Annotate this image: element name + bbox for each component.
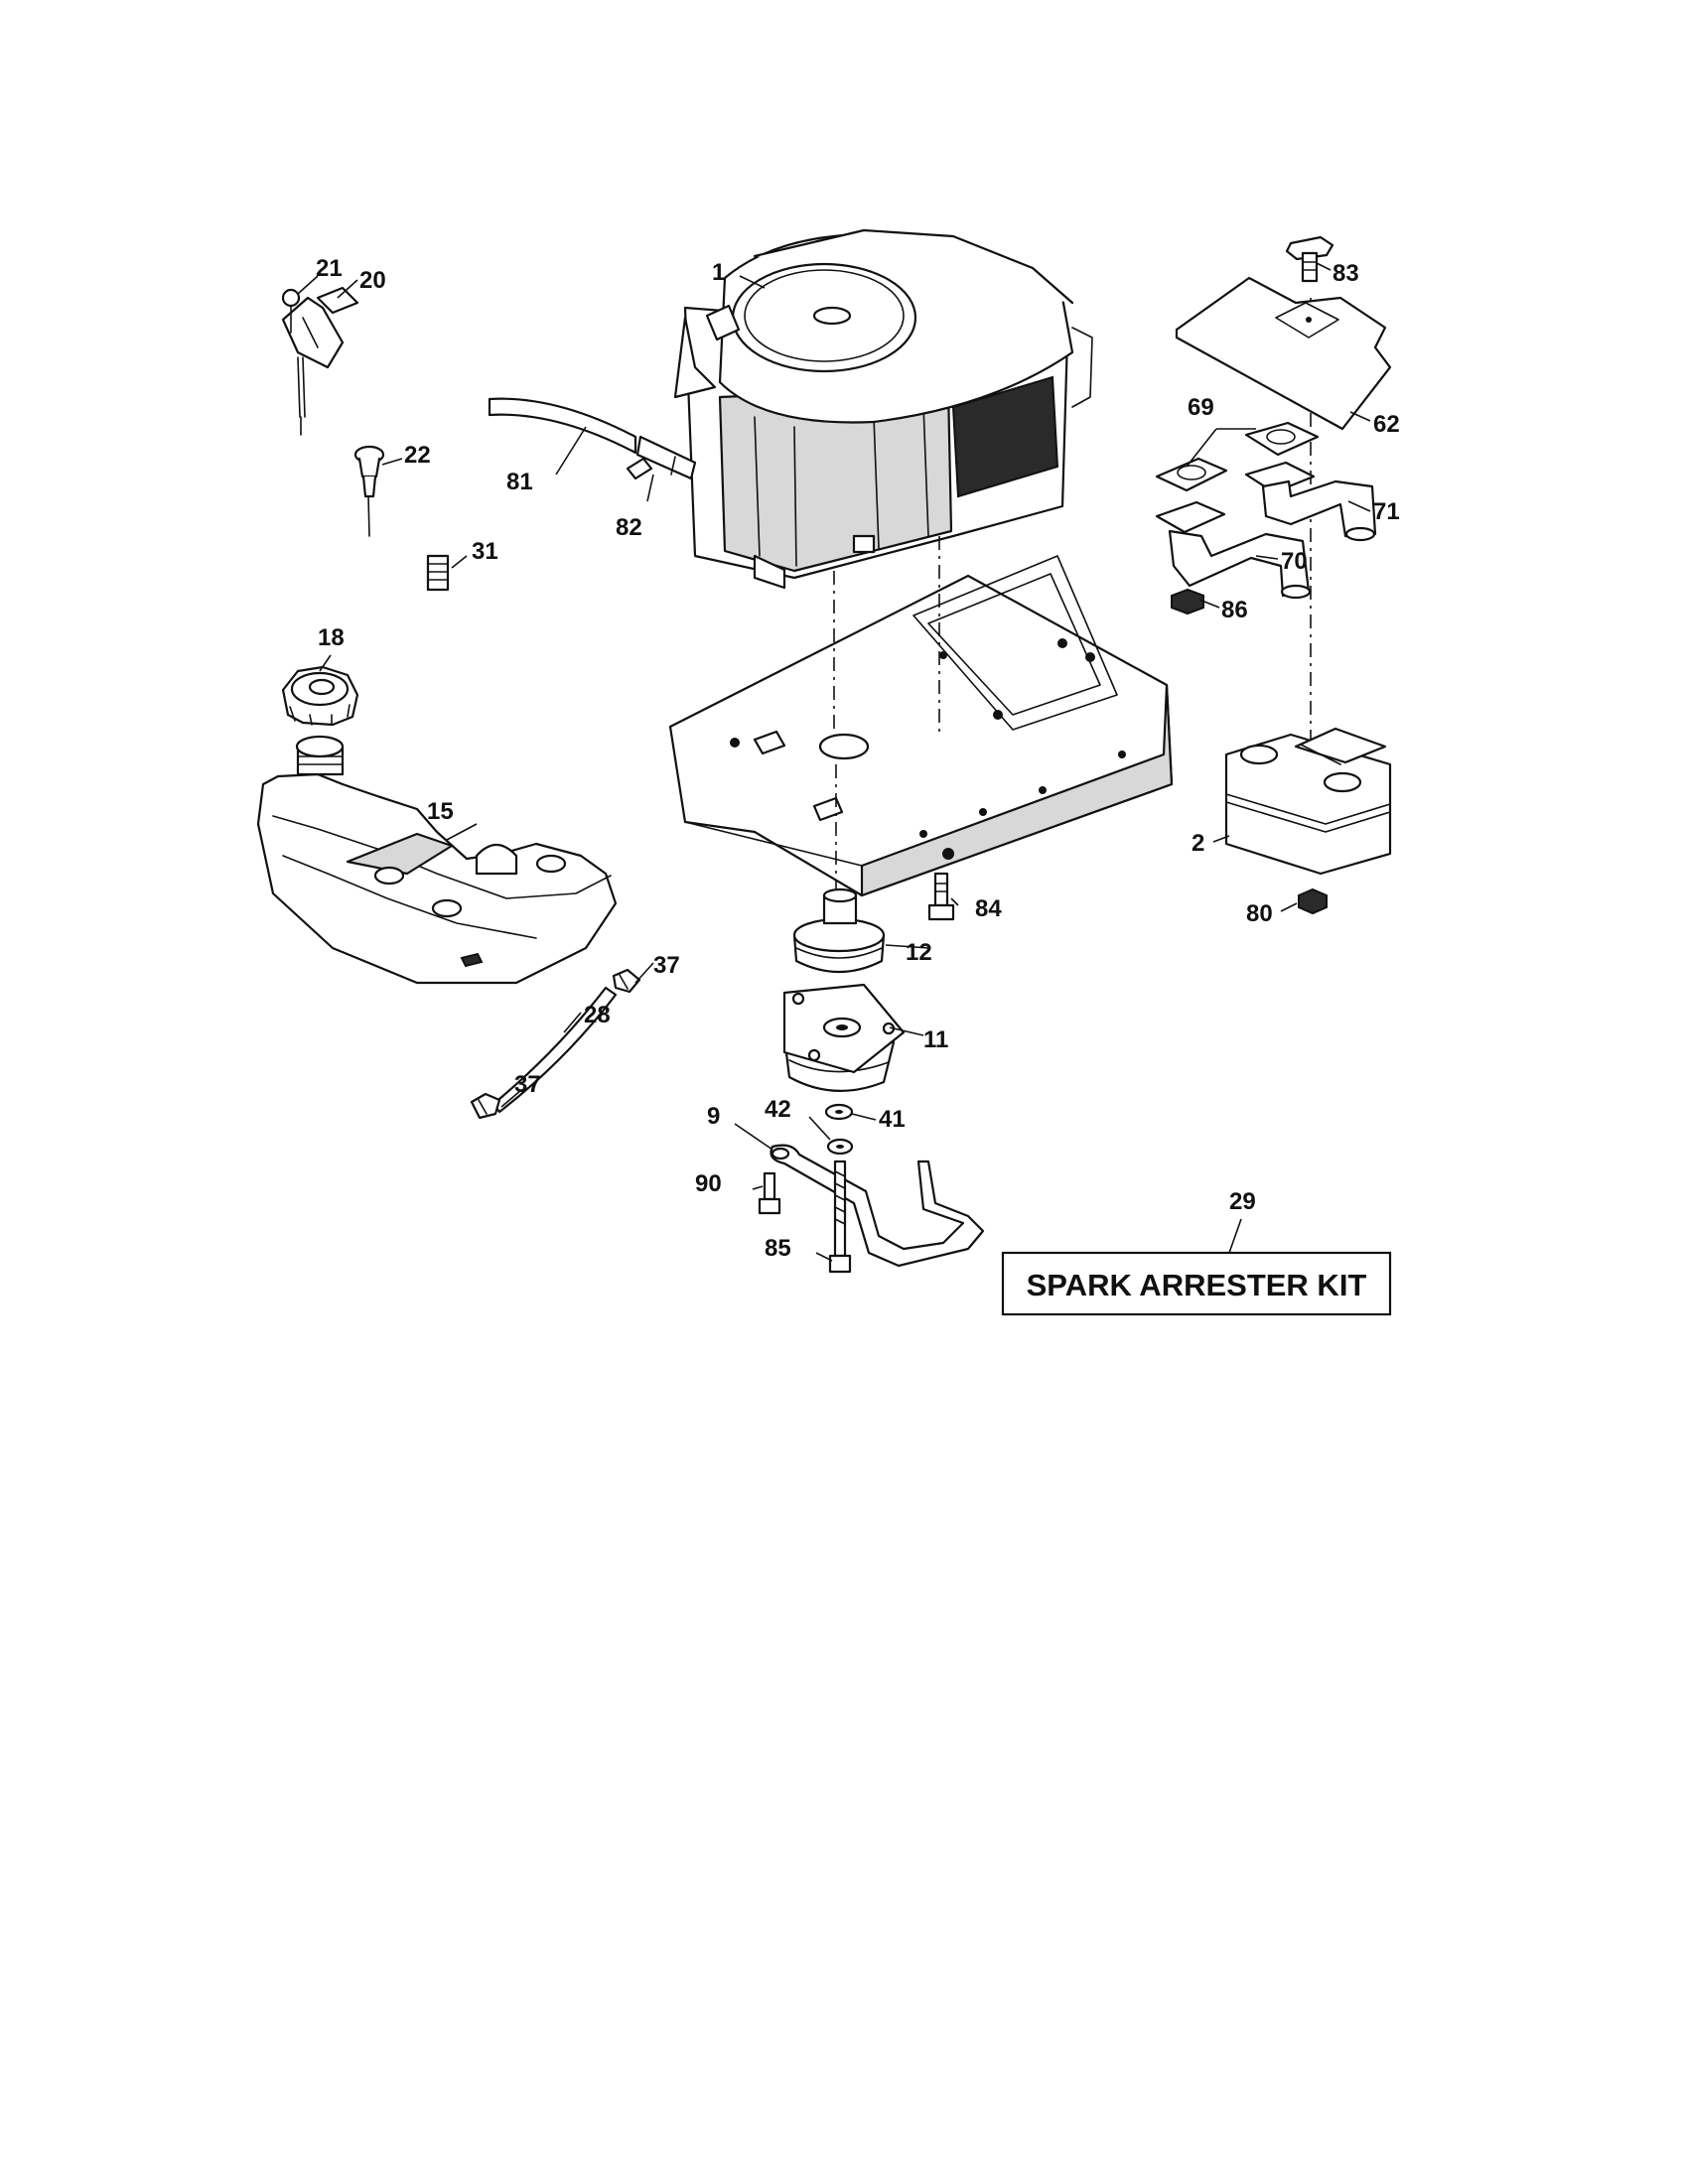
heat-shield [1175,276,1392,431]
engine [673,228,1093,590]
exhaust-pipe-right [1244,461,1377,542]
exhaust-pipe-left [1155,500,1312,600]
callout-muffler-nut: 80 [1246,900,1273,927]
bracket-bolt [758,1171,781,1215]
washer-41 [824,1103,854,1121]
gaskets [1155,421,1320,492]
shield-bolt [1285,235,1334,283]
callout-engine: 1 [712,259,725,286]
spring-nut [426,554,450,592]
ground-drive-bracket [770,1144,985,1268]
tank-cap-vent [353,445,385,537]
callout-dipstick-screw: 21 [316,255,343,282]
callout-exhaust-pipe-left: 70 [1281,548,1308,575]
callout-washer-42: 42 [765,1096,791,1123]
dipstick-screw [281,288,301,334]
pipe-nut [1171,588,1204,615]
callout-muffler: 2 [1192,830,1204,857]
callout-gasket: 69 [1188,394,1214,421]
dipstick [281,286,359,436]
callout-hose-clamp-upper: 37 [653,952,680,979]
fuel-cap [281,665,359,727]
callout-hose-clamp-lower: 37 [514,1071,541,1098]
clutch-bolt [828,1160,852,1274]
callout-dipstick: 20 [359,267,386,294]
callout-fuel-cap: 18 [318,624,345,651]
callout-clutch-bolt: 85 [765,1235,791,1262]
callout-pipe-nut: 86 [1221,597,1248,623]
alignment-lines [833,298,1312,898]
callout-engine-pulley: 12 [906,939,932,966]
callouts: 1 21 20 22 31 81 82 18 15 37 28 37 84 12… [316,255,1400,1262]
callout-oil-drain-hose: 81 [506,469,533,495]
muffler [1224,727,1392,876]
callout-heat-shield: 62 [1373,411,1400,438]
callout-exhaust-pipe-right: 71 [1373,498,1400,525]
callout-ground-drive-bracket: 9 [707,1103,720,1130]
fuel-tank [256,735,618,985]
hose-clamp-lower [470,1092,501,1120]
callout-oil-drain-valve: 82 [616,514,642,541]
spark-arrester-kit-box: SPARK ARRESTER KIT [1001,1251,1392,1316]
callout-washer-41: 41 [879,1106,906,1133]
callout-spark-arrester-kit: 29 [1229,1188,1256,1215]
engine-bolt [927,872,955,921]
hose-clamp-upper [612,968,641,994]
callout-shield-bolt: 83 [1333,260,1359,287]
electric-clutch [782,983,906,1092]
fuel-line [491,986,618,1114]
leader-lines [297,262,1371,1262]
spark-arrester-kit-label: SPARK ARRESTER KIT [1027,1268,1367,1302]
callout-electric-clutch: 11 [923,1026,948,1053]
engine-pulley [792,887,886,974]
callout-bracket-bolt: 90 [695,1170,722,1197]
callout-spring-nut: 31 [472,538,498,565]
washer-42 [826,1138,854,1156]
callout-engine-bolt: 84 [975,895,1002,922]
muffler-nut [1298,887,1328,915]
callout-tank-cap-vent: 22 [404,442,431,469]
callout-fuel-line: 28 [584,1002,611,1028]
callout-fuel-tank: 15 [427,798,454,825]
chassis-frame [668,555,1174,897]
oil-drain-hose [488,397,637,455]
oil-drain-valve [626,435,697,480]
